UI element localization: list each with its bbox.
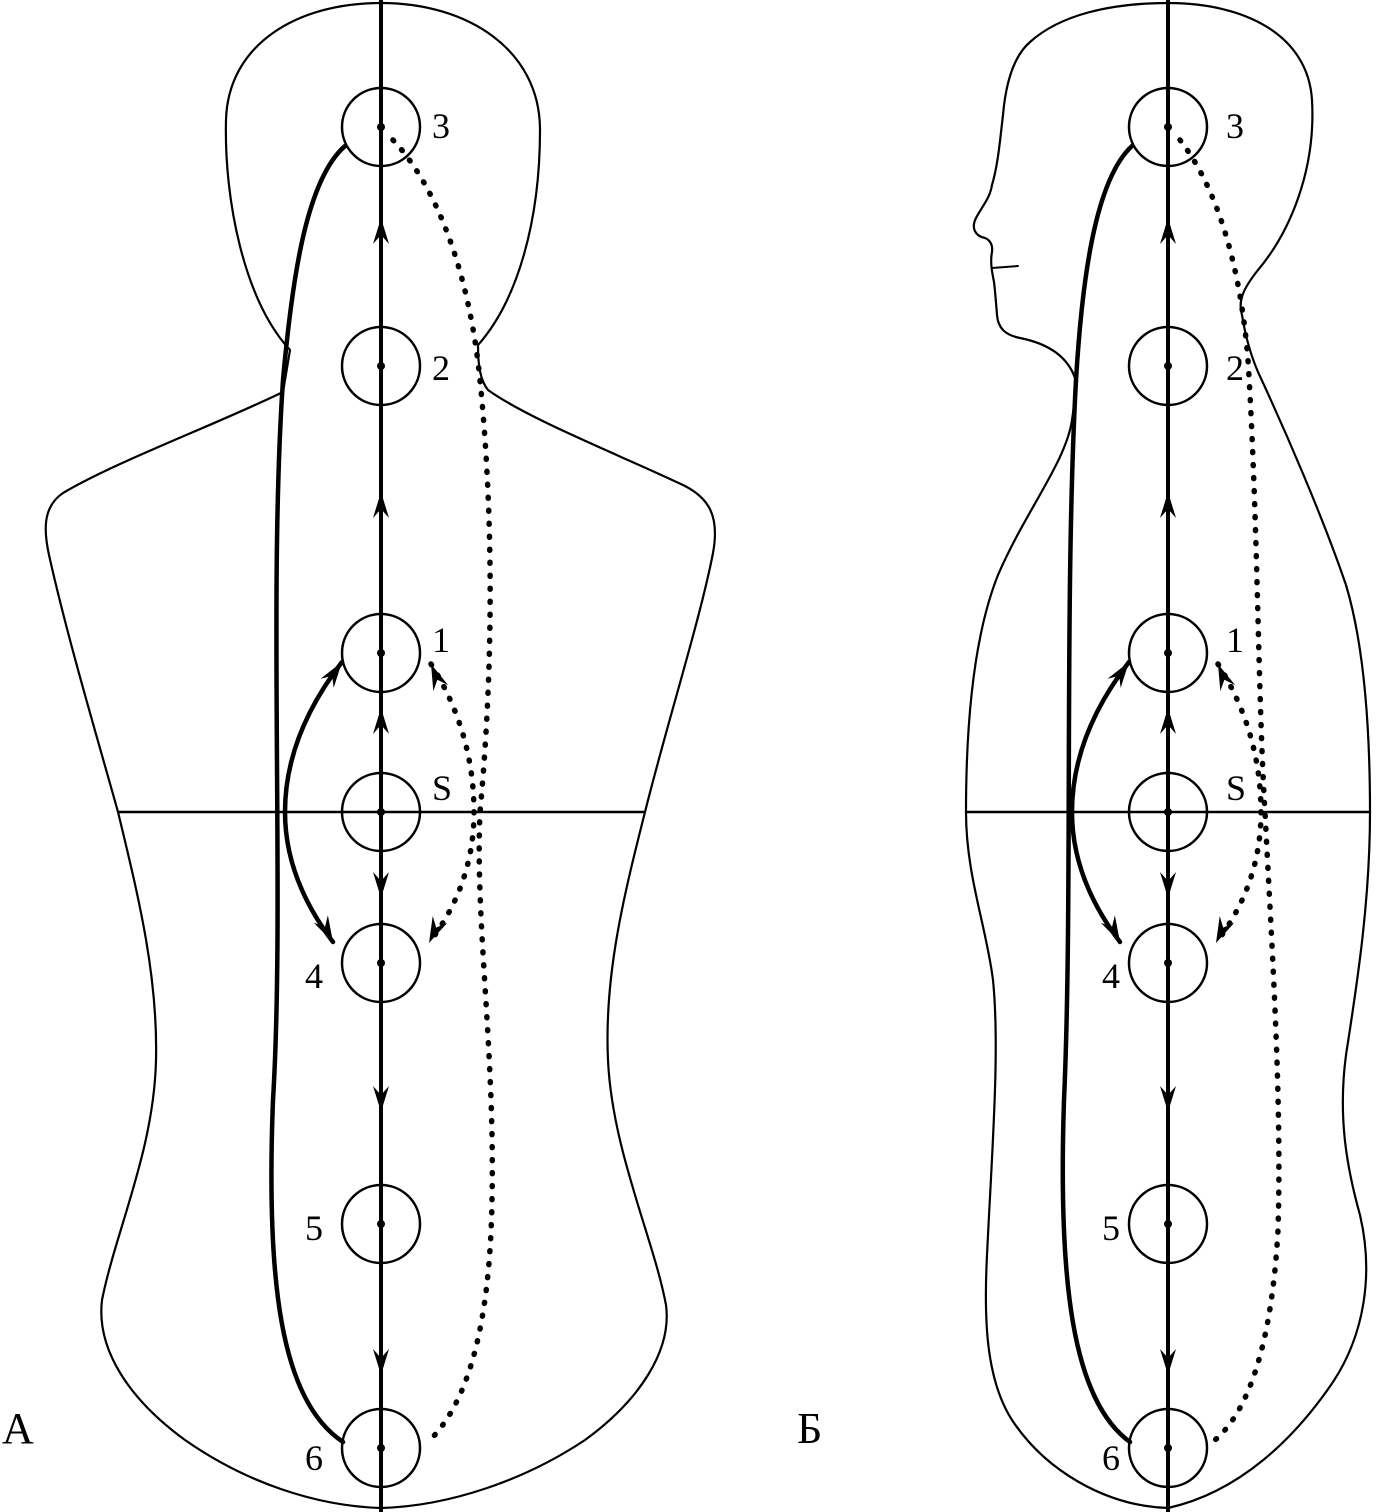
node-center-dot (377, 808, 385, 816)
axis-up-arrowhead (1160, 492, 1176, 518)
node-circle (1127, 771, 1209, 853)
node-circle (340, 1407, 422, 1489)
node-1: 1 (340, 612, 450, 694)
axis-up-arrowhead (373, 218, 389, 244)
node-label-s: S (432, 768, 452, 808)
inner-dotted-arc (1213, 661, 1264, 946)
node-2: 2 (1127, 325, 1244, 407)
node-4: 4 (1102, 922, 1209, 1004)
node-3: 3 (1127, 86, 1244, 168)
node-label-3: 3 (1226, 106, 1244, 146)
inner-solid-arc-bottom-arrowhead (313, 915, 333, 942)
node-center-dot (1164, 649, 1172, 657)
node-6: 6 (1102, 1407, 1209, 1489)
node-label-1: 1 (432, 620, 450, 660)
inner-dotted-arc-top-arrowhead (1218, 664, 1236, 692)
node-center-dot (1164, 1444, 1172, 1452)
arrowheads (1100, 218, 1236, 1375)
node-circle (340, 1183, 422, 1265)
axis-down-arrowhead (1160, 872, 1176, 898)
inner-dotted-arc-bottom-arrowhead (429, 916, 448, 943)
outer-solid-channel (269, 143, 348, 1445)
inner-dotted-arc (426, 661, 477, 946)
inner-dotted-arc-bottom-arrowhead (1216, 916, 1235, 943)
node-label-4: 4 (1102, 956, 1120, 996)
node-label-s: S (1226, 768, 1246, 808)
inner-solid-arc (282, 659, 345, 945)
node-circle (340, 86, 422, 168)
figure-b: Б 3 2 1S 4 5 6 (797, 0, 1372, 1512)
node-center-dot (1164, 1220, 1172, 1228)
node-s: S (340, 768, 452, 853)
node-4: 4 (305, 922, 422, 1004)
node-circle (1127, 612, 1209, 694)
node-label-4: 4 (305, 956, 323, 996)
node-center-dot (377, 123, 385, 131)
node-center-dot (1164, 362, 1172, 370)
node-center-dot (377, 1220, 385, 1228)
node-circle (1127, 1183, 1209, 1265)
node-center-dot (1164, 808, 1172, 816)
axis-down-arrowhead (1160, 1086, 1176, 1112)
axis-down-arrowhead (373, 1086, 389, 1112)
node-5: 5 (305, 1183, 422, 1265)
node-1: 1 (1127, 612, 1244, 694)
axis-down-arrowhead (1160, 1349, 1176, 1375)
axis-up-arrowhead (1160, 218, 1176, 244)
node-label-1: 1 (1226, 620, 1244, 660)
figure-label-b: Б (797, 1404, 822, 1453)
inner-solid-arc-bottom-arrowhead (1100, 915, 1120, 942)
axis-down-arrowhead (373, 872, 389, 898)
node-center-dot (377, 649, 385, 657)
node-label-6: 6 (305, 1438, 323, 1478)
body-outline-side-view (964, 1, 1372, 1510)
node-circle (1127, 922, 1209, 1004)
axis-up-arrowhead (373, 492, 389, 518)
node-5: 5 (1102, 1183, 1209, 1265)
node-circle (340, 771, 422, 853)
node-label-5: 5 (305, 1208, 323, 1248)
node-2: 2 (340, 325, 450, 407)
arrowheads (313, 218, 449, 1375)
inner-solid-arc-top-arrowhead (1107, 662, 1129, 688)
node-circle (1127, 325, 1209, 407)
node-center-dot (1164, 959, 1172, 967)
axis-down-arrowhead (373, 1349, 389, 1375)
mouth-line (991, 265, 1019, 269)
node-label-6: 6 (1102, 1438, 1120, 1478)
body-outline-back-view (44, 1, 717, 1510)
node-center-dot (377, 959, 385, 967)
axis-up-arrowhead (1160, 708, 1176, 734)
node-6: 6 (305, 1407, 422, 1489)
node-s: S (1127, 768, 1246, 853)
figure-label-a: А (2, 1404, 34, 1453)
outer-dotted-channel (390, 137, 496, 1443)
node-circle (340, 612, 422, 694)
node-center-dot (377, 1444, 385, 1452)
outer-solid-channel (1060, 143, 1135, 1445)
node-label-2: 2 (432, 348, 450, 388)
nodes: 3 2 1S 4 5 6 (305, 86, 452, 1489)
figure-a: А 3 2 1S 4 5 6 (2, 0, 717, 1512)
node-circle (1127, 1407, 1209, 1489)
inner-solid-arc-top-arrowhead (320, 662, 342, 688)
node-circle (1127, 86, 1209, 168)
node-label-3: 3 (432, 106, 450, 146)
node-center-dot (1164, 123, 1172, 131)
node-3: 3 (340, 86, 450, 168)
node-center-dot (377, 362, 385, 370)
node-circle (340, 325, 422, 407)
node-label-2: 2 (1226, 348, 1244, 388)
axis-up-arrowhead (373, 708, 389, 734)
node-circle (340, 922, 422, 1004)
nodes: 3 2 1S 4 5 6 (1102, 86, 1246, 1489)
inner-dotted-arc-top-arrowhead (431, 664, 449, 692)
inner-solid-arc (1069, 659, 1132, 945)
node-label-5: 5 (1102, 1208, 1120, 1248)
